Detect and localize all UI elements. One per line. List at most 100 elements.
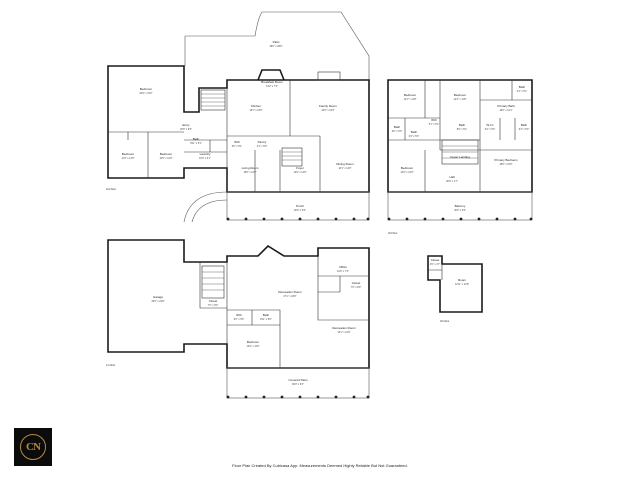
room-name: W.I.C (486, 123, 494, 127)
room-name: Kitchen (251, 104, 261, 108)
footer-disclaimer: Floor Plan Created By Cubicasa App. Meas… (232, 463, 408, 468)
floor-label-third: 3rd floor (388, 231, 398, 235)
room-name: Room (458, 278, 467, 282)
room-dim: 13'0" x 12'0" (400, 171, 413, 174)
room-dim: 16'1" x 14'0" (338, 167, 351, 170)
room-dim: 12'9" x 14'9" (293, 171, 306, 174)
room-dim: 10'9" x 12'6" (159, 157, 172, 160)
room-dim: 8'11" x 5'0" (260, 318, 272, 321)
room-name: WIC (234, 140, 241, 144)
room-dim: 8'0" x 5'1" (457, 128, 468, 131)
room-name: Bath (394, 125, 401, 129)
room-dim: 13'1" x 12'6" (337, 331, 350, 334)
logo-monogram: CN (20, 434, 46, 460)
room-dim: 6'4" x 5'3" (485, 128, 496, 131)
floor-label-first: 1st floor (106, 363, 115, 367)
room-name: Recreation Room (332, 326, 356, 330)
room-dim: 60'0" x 6'0" (294, 209, 306, 212)
room-name: Bath (521, 123, 528, 127)
breakfast-bay (257, 69, 285, 81)
room-name: Garage (153, 295, 163, 299)
room-dim: 18'1" x 15'0" (249, 109, 262, 112)
room-dim: 46'0" x 6'0" (454, 209, 466, 212)
lower-stairs (201, 265, 225, 299)
patio-posts (226, 395, 370, 399)
balcony-posts (387, 217, 533, 221)
main-stairs (200, 89, 303, 167)
room-name: Dining Room (336, 162, 354, 166)
room-name: Bath (263, 313, 270, 317)
room-name: Living Room (242, 166, 259, 170)
room-name: Closet (352, 281, 361, 285)
room-name: Upper Landing (450, 155, 470, 159)
attic-plan: 4th floor Closet 4'0" x 4'7" Room 12'11"… (427, 255, 483, 323)
floor-label-fourth: 4th floor (440, 319, 450, 323)
room-name: Pantry (258, 140, 267, 144)
room-name: Closet (209, 299, 218, 303)
room-dim: 11'6" x 13'0" (122, 157, 135, 160)
room-dim: 26'0" x 24'8" (151, 300, 164, 303)
room-dim: 4'0" x 4'7" (430, 263, 441, 266)
room-name: Bath (411, 130, 418, 134)
room-dim: 7'0" x 8'0" (351, 286, 362, 289)
room-name: WIC (431, 118, 438, 122)
upper-level-plan: 3rd floor Bedroom 12'1" x 11'8" Bedroom … (387, 79, 533, 235)
room-dim: 10'0" x 7'0" (337, 270, 349, 273)
room-dim: 6'0" x 5'1" (232, 145, 243, 148)
upper-stairs (441, 139, 479, 165)
room-dim: 39'6" x 28'0" (269, 45, 282, 48)
room-name: Bedroom (454, 93, 467, 97)
room-name: Office (339, 265, 347, 269)
room-name: Bedroom (122, 152, 135, 156)
room-dim: 6'4" x 5'3" (519, 128, 530, 131)
balcony-outline (387, 191, 533, 221)
room-dim: 4'4" x 5'1" (517, 90, 528, 93)
room-name: Hall (449, 175, 455, 179)
left-wing-walls (107, 65, 370, 193)
room-dim: 13'0" x 11'6" (247, 345, 260, 348)
room-dim: 6'0" x 5'0" (234, 318, 245, 321)
room-name: Bath (459, 123, 466, 127)
company-logo: CN (14, 428, 52, 466)
attic-walls (427, 255, 483, 313)
covered-patio-outline (226, 367, 370, 399)
room-dim: 13'2" x 7'2" (266, 85, 278, 88)
room-dim: 6'4" x 5'3" (409, 135, 420, 138)
room-dim: 20'6" x 8'6" (180, 128, 192, 131)
lower-level-plan: 1st floor Garage 26'0" x 24'8" Closet 7'… (106, 239, 370, 399)
room-name: Primary Bath (497, 104, 515, 108)
room-name: Bath (519, 85, 526, 89)
room-name: Breakfast Room (261, 80, 283, 84)
main-level-plan: 2nd floor Patio 39'6" x 28'0" Bedroom 20… (106, 11, 370, 223)
room-dim: 12'1" x 11'8" (404, 98, 417, 101)
room-dim: 60'0" x 6'0" (292, 383, 304, 386)
room-name: Laundry (200, 152, 211, 156)
room-dim: 8'11" x 5'1" (190, 142, 202, 145)
room-name: Bedroom (140, 87, 153, 91)
room-name: Bedroom (247, 340, 260, 344)
room-dim: 12'3" x 11'8" (454, 98, 467, 101)
room-name: Covered Patio (288, 378, 307, 382)
room-dim: 10'0" x 6'1" (199, 157, 211, 160)
lower-walls (107, 239, 370, 369)
room-dim: 27'1" x 18'0" (283, 295, 296, 298)
room-name: Bedroom (401, 166, 414, 170)
room-dim: 24'0" x 16'3" (321, 109, 334, 112)
room-name: Family Room (319, 104, 337, 108)
room-name: Closet (431, 258, 440, 262)
room-name: Porch (296, 204, 304, 208)
room-dim: 5'1" x 5'1" (429, 123, 440, 126)
room-name: Bedroom (160, 152, 173, 156)
room-name: Bath (193, 137, 200, 141)
room-name: Patio (273, 40, 280, 44)
room-dim: 4'1" x 5'0" (257, 145, 268, 148)
room-name: Primary Bedroom (494, 158, 518, 162)
room-dim: 6'0" x 5'3" (392, 130, 403, 133)
front-walk (183, 191, 228, 223)
room-dim: 20'6" x 15'2" (139, 92, 152, 95)
room-name: Balcony (455, 204, 466, 208)
room-dim: 12'11" x 14'8" (455, 283, 469, 286)
porch-posts (226, 217, 370, 221)
room-name: Bedroom (404, 93, 417, 97)
